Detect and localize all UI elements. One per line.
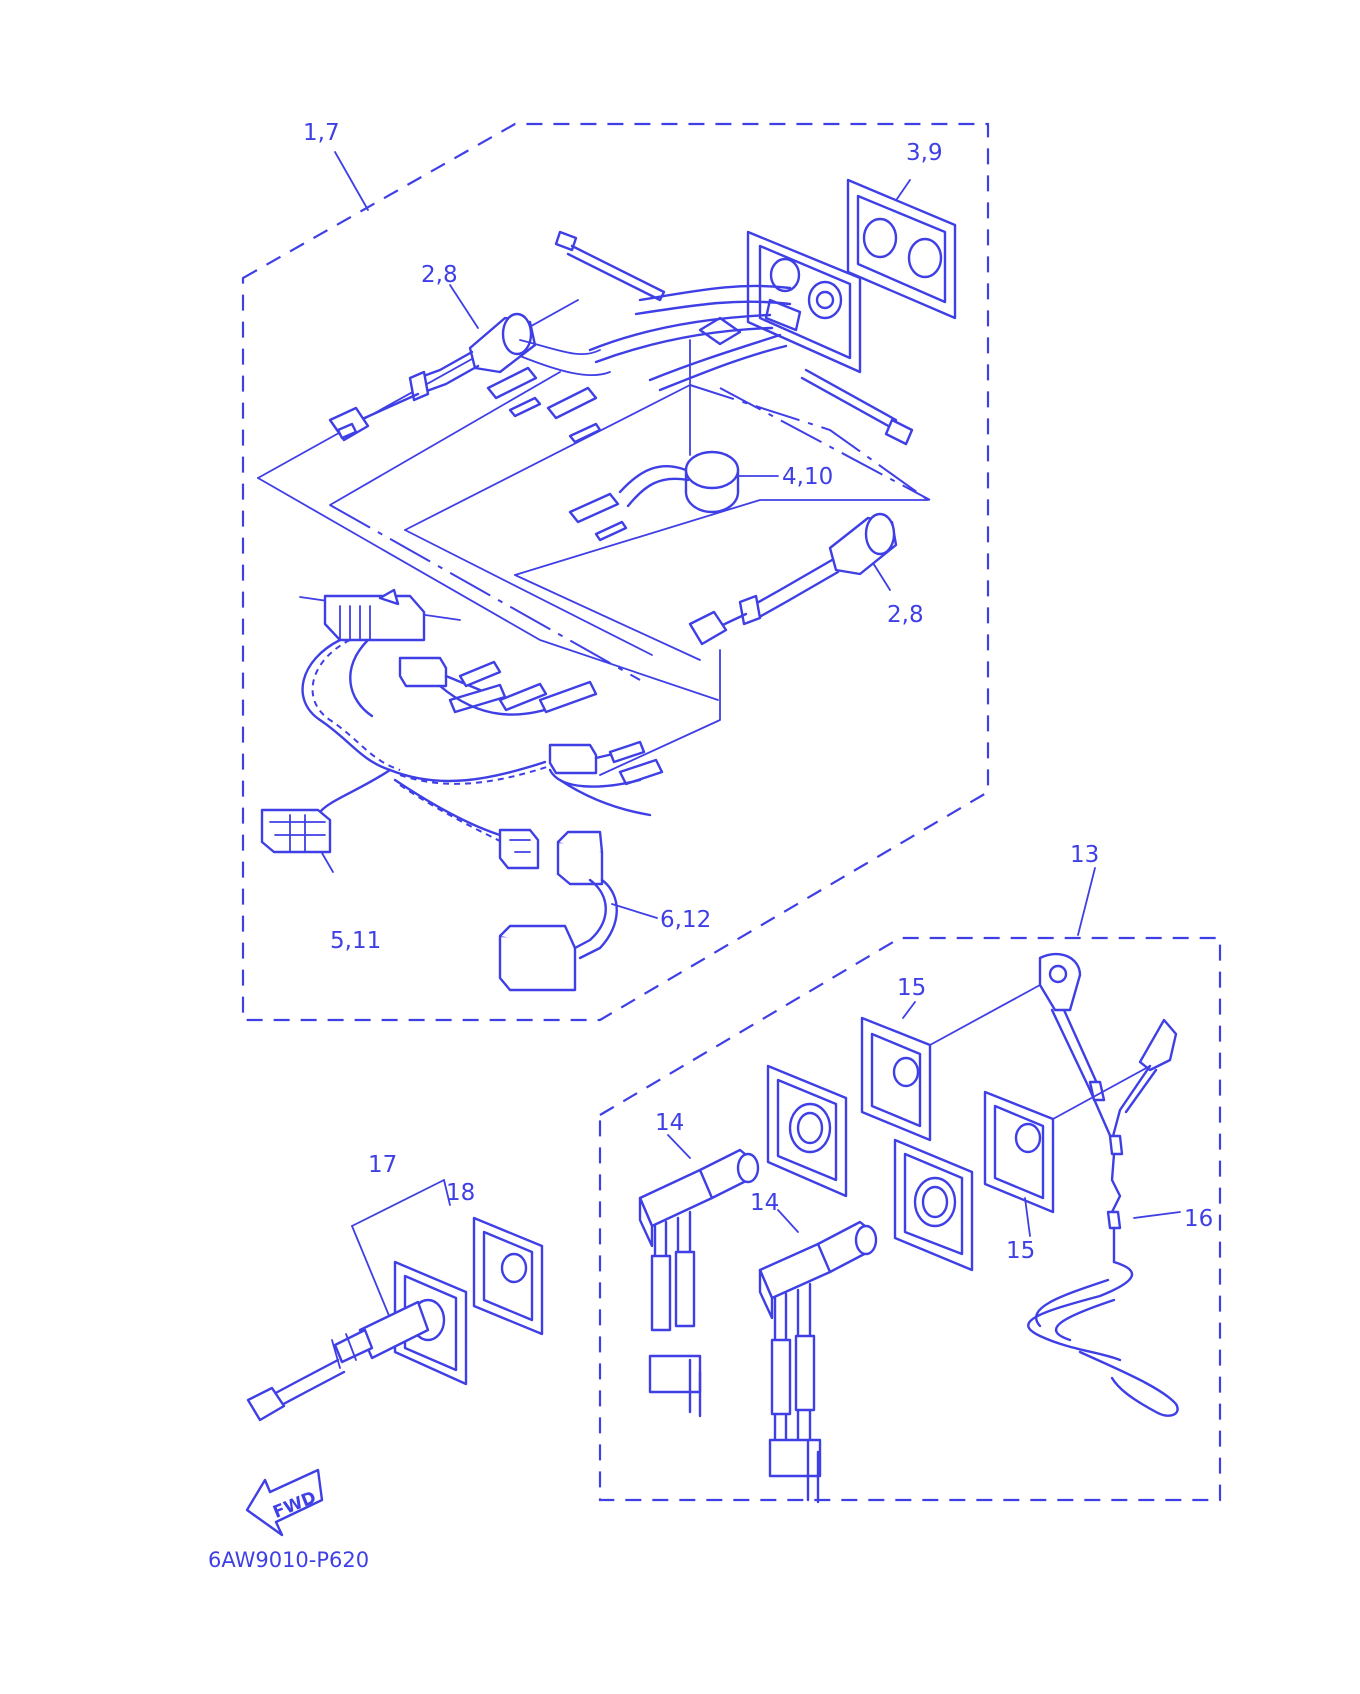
relay-6-12 <box>498 830 618 992</box>
switch-mounting-plate <box>746 230 862 374</box>
leader-lines-15 <box>929 984 1151 1120</box>
callout-6-12: 6,12 <box>660 907 711 933</box>
grommet-15-top <box>860 1001 932 1142</box>
bullet-connectors-top <box>486 366 602 444</box>
wire-harness-5-11 <box>260 588 664 870</box>
grommet-15-bottom <box>983 1090 1055 1237</box>
neutral-switch-4-10 <box>568 450 740 542</box>
grommet-3-9 <box>846 178 957 320</box>
main-wire-bundle <box>588 284 792 392</box>
callout-4-10: 4,10 <box>782 464 833 490</box>
callout-1-7: 1,7 <box>303 120 340 146</box>
callout-15-bottom: 15 <box>1006 1238 1035 1264</box>
callout-16: 16 <box>1184 1206 1213 1232</box>
fwd-arrow-icon <box>245 1468 324 1537</box>
switch-2-8-middle <box>688 512 898 646</box>
mounting-plate-14-bottom <box>893 1138 974 1272</box>
cable-tie-top <box>554 230 666 302</box>
callout-13: 13 <box>1070 842 1099 868</box>
drawing-code: 6AW9010-P620 <box>208 1548 369 1572</box>
switch-2-8-top <box>328 312 611 442</box>
callout-2-8-middle: 2,8 <box>887 602 924 628</box>
callout-14-right: 14 <box>750 1190 779 1216</box>
callout-3-9: 3,9 <box>906 140 943 166</box>
mounting-plate-14-top <box>766 1064 848 1198</box>
switch-17 <box>246 1260 468 1422</box>
lanyard-16 <box>1027 952 1181 1417</box>
callout-2-8-top: 2,8 <box>421 262 458 288</box>
kit-outline-1-7 <box>241 122 990 1022</box>
callout-17: 17 <box>368 1152 397 1178</box>
switch-14-right <box>758 1209 878 1504</box>
callout-18: 18 <box>446 1180 475 1206</box>
callout-5-11: 5,11 <box>330 928 381 954</box>
callout-14-left: 14 <box>655 1110 684 1136</box>
switch-14-left <box>638 1134 760 1418</box>
cable-tie-right <box>800 368 914 446</box>
callout-15-top: 15 <box>897 975 926 1001</box>
kit-outline-13 <box>598 867 1222 1502</box>
leader-lines-17-18 <box>351 1179 451 1319</box>
grommet-18 <box>472 1216 544 1336</box>
